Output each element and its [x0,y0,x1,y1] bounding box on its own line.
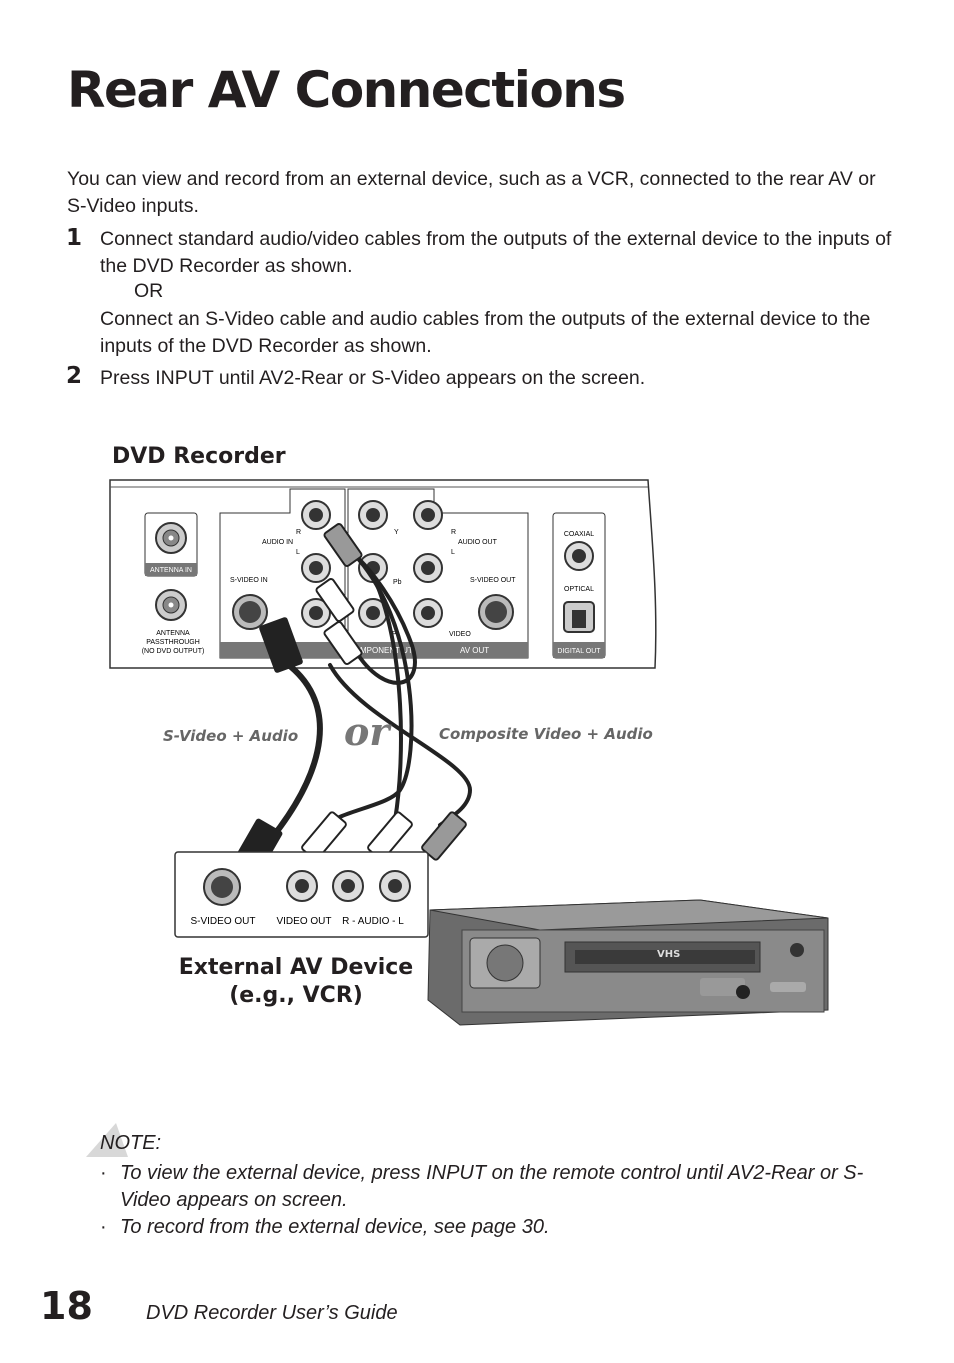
audio-out-label: AUDIO OUT [458,539,498,546]
vcr-connector-panel: S-VIDEO OUT VIDEO OUT R - AUDIO - L [174,851,429,938]
note-bullet: · To record from the external device, se… [100,1214,890,1241]
composite-caption: Composite Video + Audio [439,725,653,743]
step-2-text: Press INPUT until AV2-Rear or S-Video ap… [100,367,646,389]
bullet-dot-icon: · [100,1162,107,1184]
component-bar-label: MPONENT UT [360,646,413,655]
step-1-alt-text: Connect an S-Video cable and audio cable… [100,308,871,357]
step-2-number: 2 [66,363,83,389]
audio-in-label: AUDIO IN [262,539,293,546]
external-device-title-1: External AV Device [179,955,413,980]
y-label: Y [394,529,399,536]
note-icon [86,1123,128,1157]
intro-paragraph: You can view and record from an external… [67,168,876,217]
antenna-pass-label-3: (NO DVD OUTPUT) [142,648,205,655]
dvd-recorder-title: DVD Recorder [112,444,286,469]
vhs-logo: VHS [657,949,680,960]
svideo-out-label: S-VIDEO OUT [470,577,516,584]
page-title: Rear AV Connections [67,61,626,119]
footer-guide-title: DVD Recorder User’s Guide [146,1302,398,1324]
svideo-in-label: S-VIDEO IN [230,577,268,584]
vcr-audio-label: R - AUDIO - L [342,916,404,927]
bullet-dot-icon: · [100,1216,107,1238]
audio-in-l-label: L [296,549,300,556]
vcr-illustration: VHS [427,899,829,1026]
optical-label: OPTICAL [564,586,594,593]
step-1-or: OR [134,280,164,302]
antenna-pass-label-1: ANTENNA [156,630,190,637]
digital-out-bar-label: DIGITAL OUT [557,648,601,655]
vcr-video-out-label: VIDEO OUT [276,916,331,927]
audio-out-l-label: L [451,549,455,556]
digital-out-section: COAXIAL OPTICAL DIGITAL OUT [552,512,606,659]
or-label: or [344,709,392,754]
av-out-bar-label: AV OUT [460,646,489,655]
audio-in-r-label: R [296,529,301,536]
cables [259,548,473,853]
av-out-section: MPONENT UT AV OUT Y Pb Pr R AUDIO OUT L … [347,488,529,659]
recorder-plugs [259,523,363,673]
coaxial-label: COAXIAL [564,531,594,538]
note-bullet: · To view the external device, press INP… [100,1160,890,1214]
note-bullet-text: To record from the external device, see … [120,1216,550,1238]
antenna-pass-label-2: PASSTHROUGH [146,639,200,646]
pb-label: Pb [393,579,402,586]
note-title: NOTE: [100,1132,162,1154]
vcr-svideo-out-label: S-VIDEO OUT [190,916,255,927]
external-device-title-2: (e.g., VCR) [229,983,363,1008]
step-1-number: 1 [66,225,83,251]
video-label: VIDEO [449,631,471,638]
svideo-audio-caption: S-Video + Audio [163,727,298,745]
antenna-in-label: ANTENNA IN [150,567,192,574]
audio-out-r-label: R [451,529,456,536]
page-number: 18 [40,1284,93,1328]
step-1-text: Connect standard audio/video cables from… [100,228,892,277]
antenna-section: ANTENNA IN ANTENNA PASSTHROUGH (NO DVD O… [142,512,205,655]
note-bullet-text: To view the external device, press INPUT… [120,1162,864,1211]
